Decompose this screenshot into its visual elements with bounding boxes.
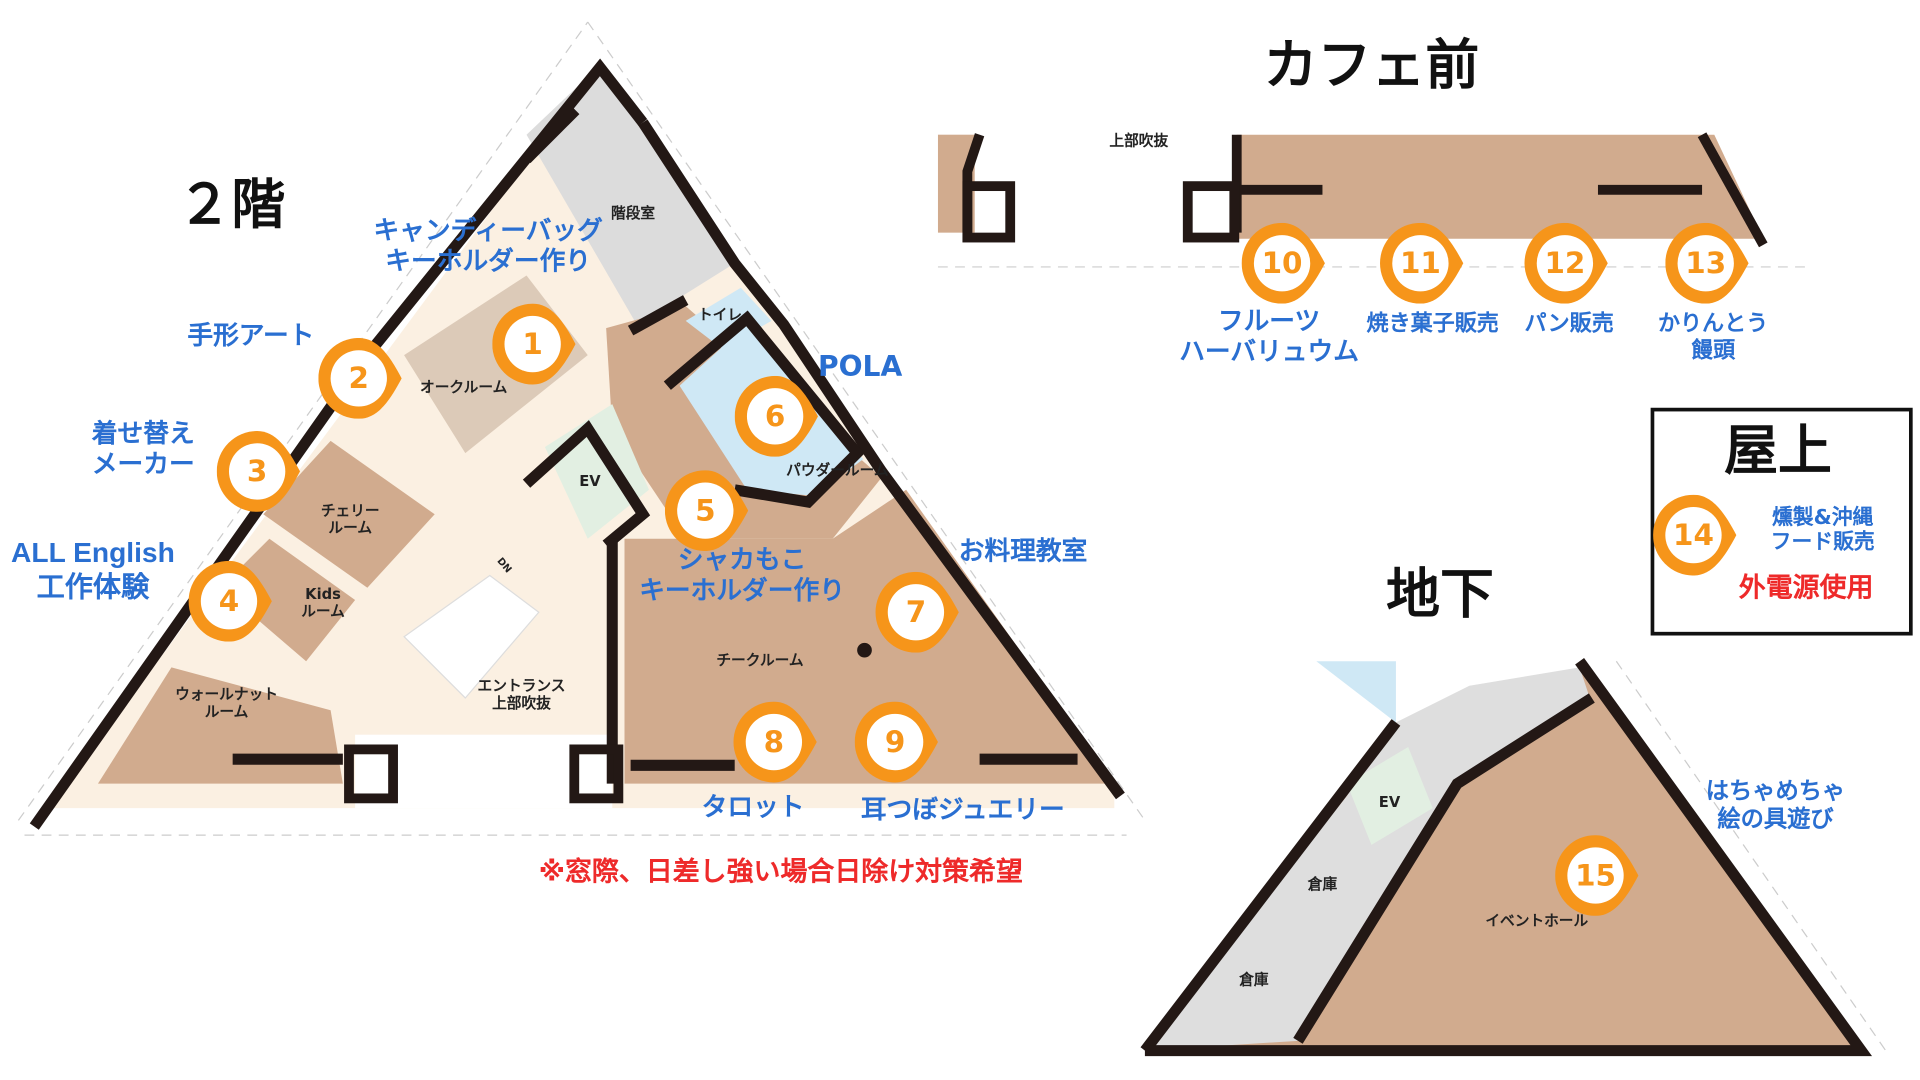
room-walnut-line1: ウォールナット (175, 685, 278, 703)
activity-3-line2: メーカー (91, 449, 195, 480)
room-entrance-line1: エントランス (477, 677, 566, 695)
map-pin-2: 2 (318, 337, 402, 419)
activity-1-line1: キャンディーバッグ (373, 215, 603, 245)
pin-number: 1 (504, 315, 561, 373)
activity-1: キャンディーバッグキーホルダー作り (373, 216, 602, 278)
basement-title: 地下 (1386, 563, 1494, 626)
activity-3: 着せ替えメーカー (92, 419, 195, 481)
activity-13: かりんとう饅頭 (1658, 311, 1768, 364)
room-oak: オークルーム (420, 378, 508, 396)
window-sunlight-note: ※窓際、日差し強い場合日除け対策希望 (538, 857, 1023, 888)
activity-15-line2: 絵の具遊び (1717, 805, 1834, 833)
activity-13-line2: 饅頭 (1691, 337, 1736, 364)
external-power-note: 外電源使用 (1738, 573, 1874, 604)
room-basement-ev: EV (1378, 793, 1401, 811)
activity-13-line1: かりんとう (1657, 311, 1769, 337)
room-cherry-line2: ルーム (328, 519, 373, 537)
map-pin-1: 1 (492, 303, 576, 385)
room-storage-2: 倉庫 (1239, 971, 1269, 989)
room-kids-line1: Kids (305, 585, 341, 603)
map-pin-12: 12 (1524, 222, 1608, 304)
pin-number: 5 (677, 482, 734, 539)
activity-4-line2: 工作体験 (36, 570, 150, 602)
room-toilet: トイレ (697, 306, 743, 324)
map-pin-11: 11 (1380, 222, 1464, 304)
activity-8: タロット (701, 792, 805, 822)
activity-2: 手形アート (187, 320, 315, 351)
activity-9: 耳つぼジュエリー (860, 794, 1065, 825)
pin-number: 10 (1253, 235, 1311, 292)
map-pin-10: 10 (1241, 222, 1325, 304)
pin-number: 3 (228, 443, 286, 500)
activity-5: シャカもこキーホルダー作り (639, 545, 845, 607)
room-ev: EV (579, 472, 601, 490)
room-walnut-line2: ルーム (204, 703, 249, 721)
pin-number: 8 (745, 713, 803, 771)
map-pin-13: 13 (1665, 222, 1749, 304)
activity-10: フルーツハーバリュウム (1179, 306, 1359, 368)
activity-15-line1: はちゃめちゃ (1705, 777, 1846, 805)
activity-10-line1: フルーツ (1217, 306, 1321, 336)
pin-number: 2 (330, 350, 387, 407)
floor2-plan (17, 21, 1146, 836)
activity-11: 焼き菓子販売 (1366, 311, 1499, 337)
activity-10-line2: ハーバリュウム (1179, 336, 1359, 367)
room-stairs: 階段室 (611, 204, 656, 222)
room-cherry-line1: チェリー (320, 502, 380, 520)
roof-title: 屋上 (1724, 420, 1832, 483)
pin-number: 9 (866, 713, 924, 771)
activity-12: パン販売 (1524, 311, 1614, 337)
pin-number: 15 (1567, 847, 1624, 904)
room-entrance-line2: 上部吹抜 (492, 694, 551, 712)
pin-number: 4 (200, 573, 258, 630)
activity-14: 燻製&沖縄フード販売 (1771, 506, 1875, 556)
map-pin-15: 15 (1555, 835, 1639, 916)
roof-box (1650, 407, 1913, 636)
pin-number: 14 (1665, 506, 1722, 564)
pin-number: 6 (746, 388, 804, 445)
floor2-title: ２階 (177, 173, 286, 237)
activity-14-line2: フード販売 (1770, 530, 1875, 556)
pin-number: 13 (1677, 235, 1734, 292)
cafe-title: カフェ前 (1263, 34, 1480, 97)
room-entrance: エントランス上部吹抜 (478, 677, 566, 712)
map-pin-6: 6 (734, 375, 818, 457)
room-cafe-void: 上部吹抜 (1109, 132, 1169, 150)
map-pin-9: 9 (854, 701, 938, 783)
activity-7: お料理教室 (958, 536, 1088, 566)
activity-5-line2: キーホルダー作り (639, 575, 845, 606)
room-walnut: ウォールナットルーム (175, 686, 278, 721)
map-pin-3: 3 (216, 431, 301, 512)
map-pin-14: 14 (1653, 494, 1737, 576)
room-powder: パウダールーム (786, 461, 889, 479)
room-kids-line2: ルーム (301, 602, 345, 621)
basement-plan (1140, 658, 1887, 1057)
room-event-hall: イベントホール (1485, 912, 1589, 930)
pin-number: 7 (887, 584, 945, 641)
activity-3-line1: 着せ替え (91, 418, 195, 449)
map-pin-5: 5 (664, 470, 749, 552)
cafe-plan (937, 132, 1813, 268)
room-teak: チークルーム (716, 651, 804, 669)
activity-6: POLA (817, 351, 903, 384)
map-pin-4: 4 (188, 560, 272, 642)
activity-1-line2: キーホルダー作り (385, 246, 592, 276)
activity-14-line1: 燻製&沖縄 (1771, 505, 1874, 531)
map-pin-8: 8 (733, 701, 817, 783)
activity-15: はちゃめちゃ絵の具遊び (1706, 778, 1846, 834)
activity-4-line1: ALL English (11, 536, 175, 569)
room-cherry: チェリールーム (321, 502, 380, 537)
map-pin-7: 7 (875, 571, 959, 653)
activity-5-line1: シャカもこ (677, 544, 807, 575)
pin-number: 12 (1536, 235, 1594, 292)
room-storage-1: 倉庫 (1307, 875, 1338, 893)
pin-number: 11 (1392, 235, 1449, 292)
